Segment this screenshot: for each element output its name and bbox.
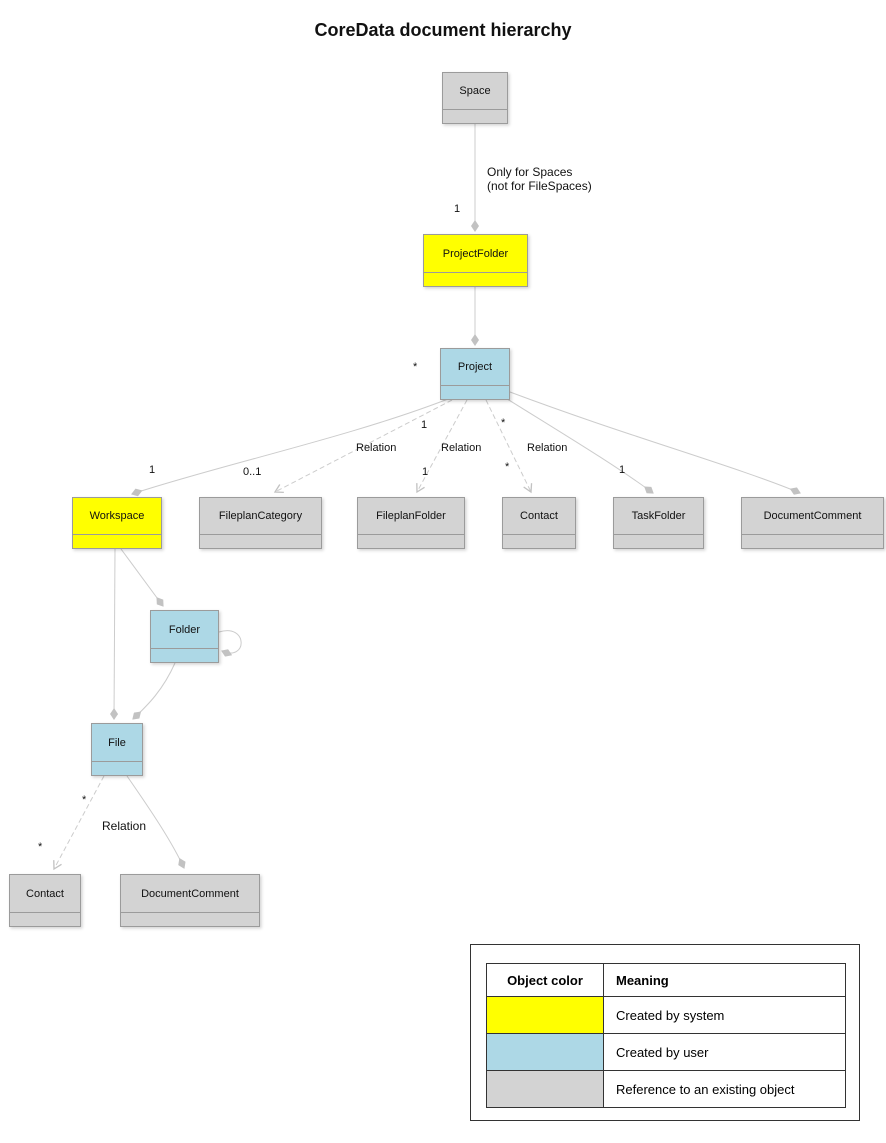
node-projectfolder-label: ProjectFolder bbox=[442, 247, 509, 260]
node-file: File bbox=[91, 723, 143, 776]
legend-swatch-user bbox=[487, 1034, 604, 1070]
legend-meaning-reference: Reference to an existing object bbox=[616, 1081, 795, 1097]
legend-swatch-system bbox=[487, 997, 604, 1033]
legend-row-user: Created by user bbox=[487, 1034, 845, 1071]
node-fileplancategory-attributes bbox=[200, 534, 321, 548]
multiplicity-project: * bbox=[413, 361, 418, 373]
legend-meaning-system: Created by system bbox=[616, 1007, 725, 1023]
node-file-attributes bbox=[92, 761, 142, 775]
multiplicity-fileplanfolder-target: 1 bbox=[422, 466, 429, 478]
multiplicity-taskfolder: 1 bbox=[619, 464, 626, 476]
edge-note-line1: Only for Spaces bbox=[487, 165, 573, 179]
multiplicity-fileplancategory: 0..1 bbox=[243, 466, 262, 478]
node-projectfolder-attributes bbox=[424, 272, 527, 286]
relation-label-contact: Relation bbox=[527, 442, 568, 454]
edge-workspace-file bbox=[110, 548, 119, 720]
node-folder-attributes bbox=[151, 648, 218, 662]
legend-table: Object color Meaning Created by system C… bbox=[486, 963, 846, 1108]
node-taskfolder-attributes bbox=[614, 534, 703, 548]
edge-file-documentcomment bbox=[126, 775, 186, 869]
node-fileplancategory-label: FileplanCategory bbox=[218, 510, 303, 522]
multiplicity-space-projectfolder: 1 bbox=[454, 203, 461, 215]
node-file-contact-label: Contact bbox=[26, 887, 64, 900]
edge-workspace-folder bbox=[120, 548, 164, 607]
multiplicity-file-contact-source: * bbox=[82, 794, 87, 806]
relation-label-fileplanfolder: Relation bbox=[441, 442, 482, 454]
edge-folder-self-loop bbox=[218, 630, 242, 657]
node-space: Space bbox=[442, 72, 508, 124]
node-fileplancategory: FileplanCategory bbox=[199, 497, 322, 549]
node-folder-label: Folder bbox=[168, 623, 201, 636]
node-project-label: Project bbox=[457, 361, 493, 373]
node-documentcomment: DocumentComment bbox=[741, 497, 884, 549]
legend-header-object-color: Object color bbox=[487, 964, 604, 996]
multiplicity-fileplanfolder-source: 1 bbox=[421, 419, 428, 431]
multiplicity-file-contact-target: * bbox=[38, 841, 43, 853]
node-space-label: Space bbox=[459, 85, 491, 97]
edge-project-workspace bbox=[131, 398, 449, 497]
node-project: Project bbox=[440, 348, 510, 400]
edge-note-line2: (not for FileSpaces) bbox=[487, 179, 592, 193]
diagram-title: CoreData document hierarchy bbox=[314, 20, 572, 40]
edge-folder-file bbox=[132, 662, 176, 720]
node-folder: Folder bbox=[150, 610, 219, 663]
node-documentcomment-attributes bbox=[742, 534, 883, 548]
legend-swatch-reference bbox=[487, 1071, 604, 1107]
legend-meaning-user: Created by user bbox=[616, 1044, 709, 1060]
node-fileplanfolder: FileplanFolder bbox=[357, 497, 465, 549]
node-documentcomment-label: DocumentComment bbox=[763, 510, 862, 522]
edge-file-contact bbox=[53, 775, 105, 871]
edge-project-fileplanfolder bbox=[416, 399, 468, 494]
multiplicity-workspace: 1 bbox=[149, 464, 156, 476]
node-file-contact-attributes bbox=[10, 912, 80, 926]
node-fileplanfolder-attributes bbox=[358, 534, 464, 548]
node-fileplanfolder-label: FileplanFolder bbox=[376, 510, 446, 522]
edge-project-documentcomment bbox=[509, 391, 801, 495]
multiplicity-contact-source: * bbox=[501, 417, 506, 429]
node-file-label: File bbox=[108, 736, 126, 749]
edge-project-fileplancategory bbox=[273, 399, 453, 494]
relation-label-file-contact: Relation bbox=[102, 819, 147, 833]
legend-row-reference: Reference to an existing object bbox=[487, 1071, 845, 1107]
node-contact-label: Contact bbox=[520, 510, 558, 522]
node-contact: Contact bbox=[502, 497, 576, 549]
relation-label-fileplancategory: Relation bbox=[356, 442, 397, 454]
node-projectfolder: ProjectFolder bbox=[423, 234, 528, 287]
node-taskfolder-label: TaskFolder bbox=[631, 510, 686, 522]
edge-note-only-for-spaces: Only for Spaces (not for FileSpaces) bbox=[487, 165, 592, 193]
node-space-attributes bbox=[443, 109, 507, 123]
edge-project-taskfolder bbox=[503, 396, 654, 494]
node-file-contact: Contact bbox=[9, 874, 81, 927]
node-contact-attributes bbox=[503, 534, 575, 548]
node-workspace-attributes bbox=[73, 534, 161, 548]
node-file-documentcomment-attributes bbox=[121, 912, 259, 926]
edge-project-contact bbox=[485, 399, 533, 494]
multiplicity-contact-target: * bbox=[505, 461, 510, 473]
legend-header-row: Object color Meaning bbox=[487, 964, 845, 997]
node-file-documentcomment: DocumentComment bbox=[120, 874, 260, 927]
node-workspace: Workspace bbox=[72, 497, 162, 549]
node-workspace-label: Workspace bbox=[89, 510, 145, 522]
legend-row-system: Created by system bbox=[487, 997, 845, 1034]
node-file-documentcomment-label: DocumentComment bbox=[141, 887, 239, 900]
node-project-attributes bbox=[441, 385, 509, 399]
legend-header-meaning: Meaning bbox=[616, 972, 669, 988]
node-taskfolder: TaskFolder bbox=[613, 497, 704, 549]
